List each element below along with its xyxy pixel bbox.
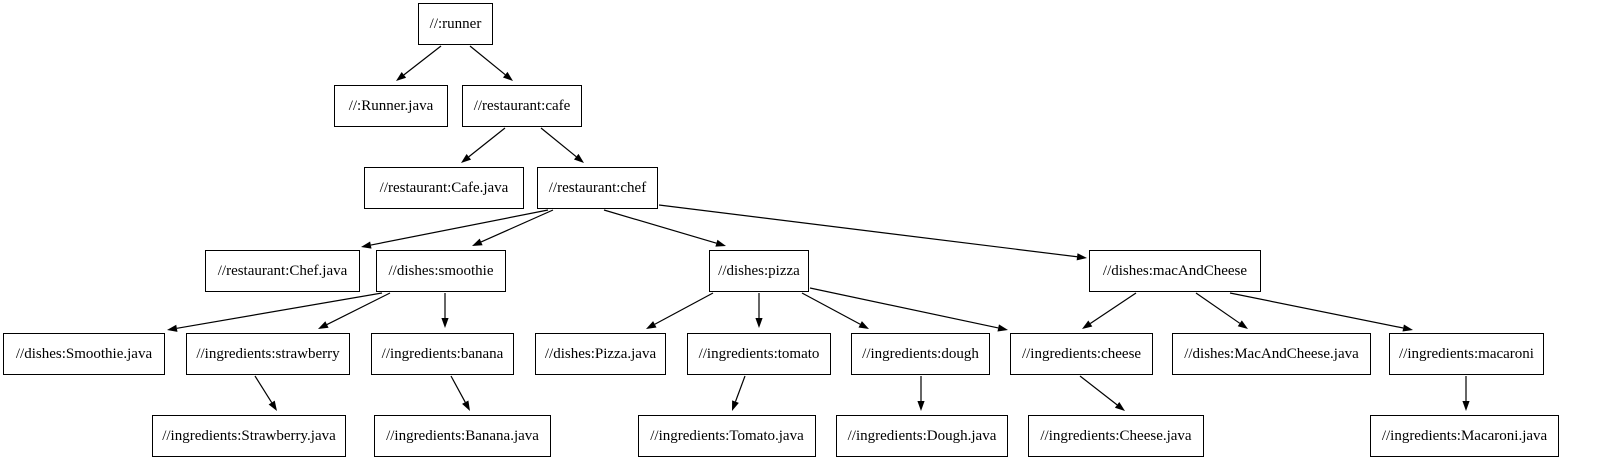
graph-node-label: //ingredients:Macaroni.java [1381, 427, 1548, 444]
graph-node-banana_java[interactable]: //ingredients:Banana.java [374, 415, 551, 457]
graph-node-strawberry_java[interactable]: //ingredients:Strawberry.java [152, 415, 346, 457]
graph-node-cheese_java[interactable]: //ingredients:Cheese.java [1028, 415, 1204, 457]
graph-node-label: //ingredients:dough [862, 345, 979, 362]
graph-node-restaurant_chef[interactable]: //restaurant:chef [537, 167, 658, 209]
graph-node-macaroni_java[interactable]: //ingredients:Macaroni.java [1370, 415, 1559, 457]
graph-node-smoothie_java[interactable]: //dishes:Smoothie.java [3, 333, 165, 375]
graph-node-label: //restaurant:Chef.java [217, 262, 348, 279]
graph-node-label: //ingredients:Dough.java [847, 427, 997, 444]
graph-node-label: //dishes:macAndCheese [1102, 262, 1248, 279]
graph-node-label: //dishes:MacAndCheese.java [1184, 345, 1359, 362]
graph-node-dishes_mac[interactable]: //dishes:macAndCheese [1089, 250, 1261, 292]
graph-node-label: //ingredients:Tomato.java [650, 427, 804, 444]
graph-node-runner[interactable]: //:runner [418, 3, 493, 45]
graph-node-label: //ingredients:Banana.java [386, 427, 539, 444]
graph-node-ing_cheese[interactable]: //ingredients:cheese [1010, 333, 1153, 375]
graph-node-pizza_java[interactable]: //dishes:Pizza.java [535, 333, 666, 375]
graph-node-ing_strawberry[interactable]: //ingredients:strawberry [186, 333, 350, 375]
graph-node-tomato_java[interactable]: //ingredients:Tomato.java [638, 415, 816, 457]
graph-node-dishes_smoothie[interactable]: //dishes:smoothie [376, 250, 506, 292]
graph-node-mac_java[interactable]: //dishes:MacAndCheese.java [1172, 333, 1371, 375]
graph-node-label: //ingredients:banana [381, 345, 504, 362]
graph-node-label: //ingredients:tomato [698, 345, 820, 362]
graph-node-chef_java[interactable]: //restaurant:Chef.java [205, 250, 360, 292]
graph-node-label: //dishes:Smoothie.java [15, 345, 153, 362]
graph-node-dough_java[interactable]: //ingredients:Dough.java [836, 415, 1008, 457]
graph-node-label: //restaurant:chef [548, 179, 647, 196]
graph-node-label: //ingredients:strawberry [196, 345, 340, 362]
graph-node-cafe_java[interactable]: //restaurant:Cafe.java [364, 167, 524, 209]
graph-node-dishes_pizza[interactable]: //dishes:pizza [709, 250, 809, 292]
graph-node-ing_tomato[interactable]: //ingredients:tomato [687, 333, 831, 375]
graph-node-ing_dough[interactable]: //ingredients:dough [851, 333, 990, 375]
graph-node-label: //dishes:smoothie [388, 262, 494, 279]
graph-node-label: //ingredients:macaroni [1399, 345, 1534, 362]
graph-node-label: //restaurant:cafe [473, 97, 571, 114]
graph-node-label: //dishes:pizza [718, 262, 800, 279]
graph-node-label: //ingredients:Cheese.java [1040, 427, 1192, 444]
graph-node-label: //dishes:Pizza.java [544, 345, 657, 362]
graph-node-label: //:Runner.java [348, 97, 434, 114]
graph-node-runner_java[interactable]: //:Runner.java [334, 85, 448, 127]
graph-node-restaurant_cafe[interactable]: //restaurant:cafe [462, 85, 582, 127]
graph-node-ing_banana[interactable]: //ingredients:banana [371, 333, 514, 375]
graph-node-label: //ingredients:cheese [1021, 345, 1142, 362]
graph-node-label: //ingredients:Strawberry.java [162, 427, 336, 444]
graph-node-label: //restaurant:Cafe.java [379, 179, 509, 196]
graph-node-ing_macaroni[interactable]: //ingredients:macaroni [1389, 333, 1544, 375]
graph-node-label: //:runner [429, 15, 482, 32]
